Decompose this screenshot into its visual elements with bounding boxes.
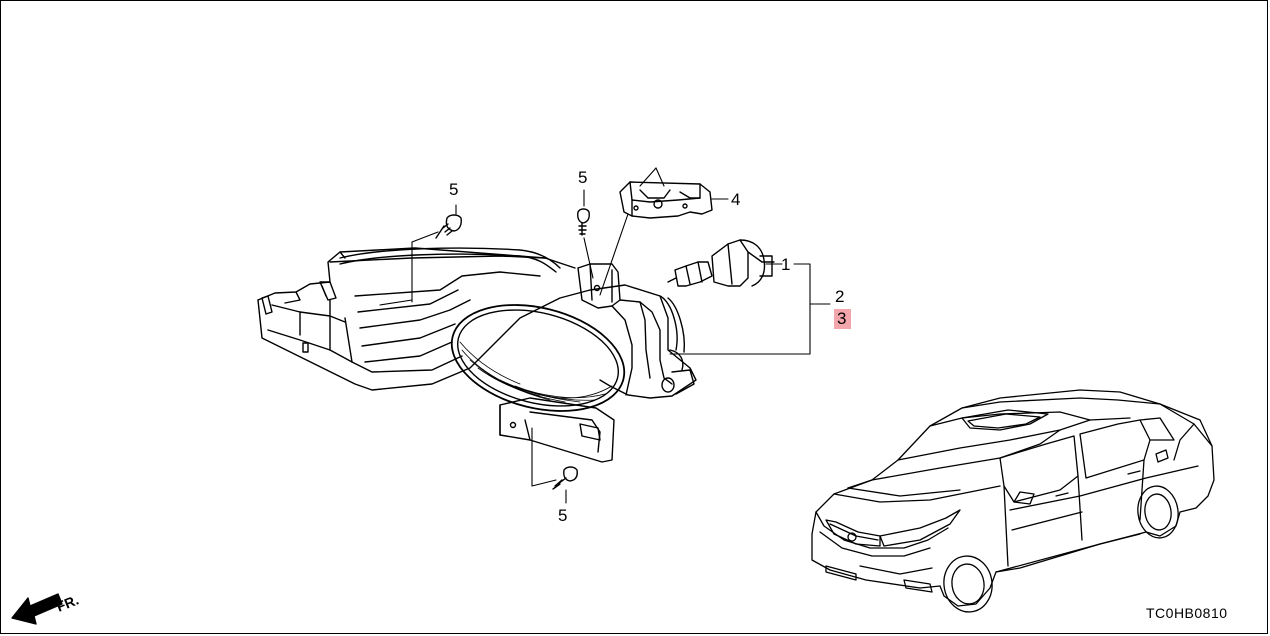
socket-bracket	[619, 181, 713, 219]
front-direction-arrow-icon	[11, 593, 63, 625]
vehicle-illustration	[811, 389, 1215, 613]
callout-5-upper-left: 5	[449, 180, 459, 199]
diagram-code: TC0HB0810	[1146, 605, 1228, 621]
bulb	[667, 239, 775, 287]
leader-lines	[379, 167, 831, 504]
screw-lower	[552, 466, 578, 490]
fog-light-housing	[257, 247, 697, 463]
callout-2: 2	[835, 287, 845, 306]
callout-5-lower: 5	[558, 506, 568, 525]
screw-upper-left	[435, 214, 462, 239]
screw-upper-mid	[577, 208, 590, 236]
callout-3-highlighted: 3	[834, 309, 852, 329]
callout-1: 1	[781, 255, 791, 274]
callout-5-upper-mid: 5	[578, 168, 588, 187]
callout-4: 4	[731, 190, 741, 209]
